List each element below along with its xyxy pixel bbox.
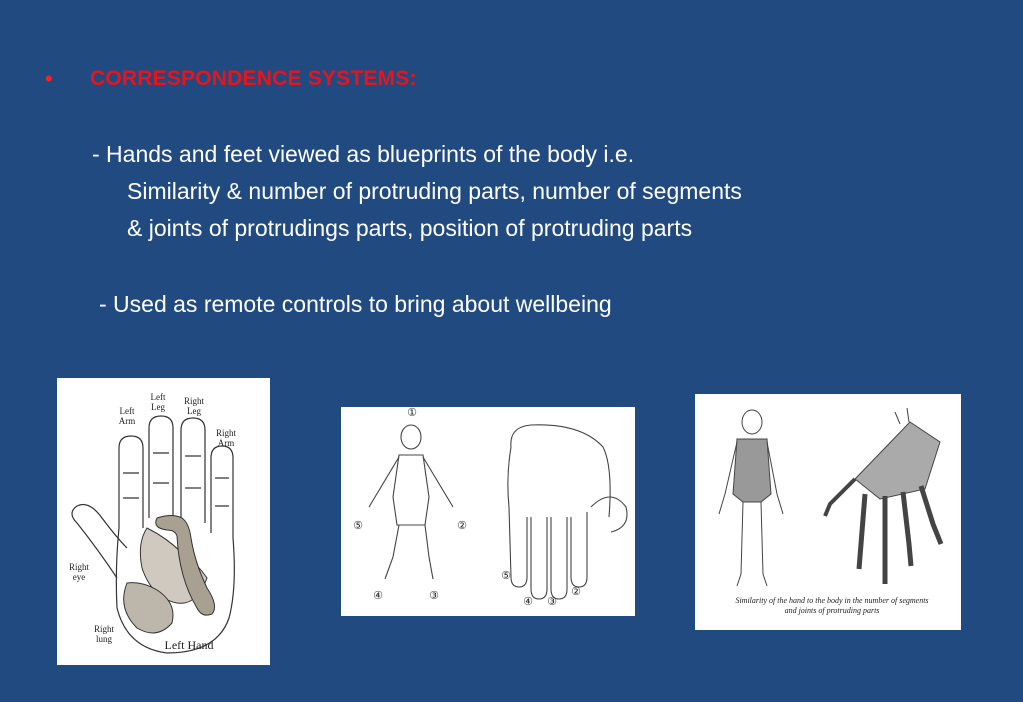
marker-2-body: ② xyxy=(457,520,467,532)
caption-line-2: and joints of protruding parts xyxy=(784,606,880,615)
skeleton-drawing xyxy=(718,407,944,587)
body-line-1: - Hands and feet viewed as blueprints of… xyxy=(92,141,635,167)
marker-1: ① xyxy=(407,407,417,419)
label-right-eye: Right eye xyxy=(68,562,89,582)
marker-4-hand: ④ xyxy=(523,596,533,608)
label-left-hand: Left Hand xyxy=(164,638,214,652)
marker-5-body: ⑤ xyxy=(353,520,363,532)
body-hand-markers-figure: ① ⑤ ② ④ ③ ⑤ ④ ③ ② xyxy=(341,407,635,616)
body-hand-drawing xyxy=(368,424,628,600)
figure-caption: Similarity of the hand to the body in th… xyxy=(703,596,961,616)
marker-3-body: ③ xyxy=(429,590,439,602)
label-right-lung: Right lung xyxy=(93,624,114,644)
marker-5-hand: ⑤ xyxy=(501,570,511,582)
hand-body-similarity-figure: Similarity of the hand to the body in th… xyxy=(695,394,961,630)
marker-3-hand: ③ xyxy=(547,596,557,608)
label-right-arm: Right Arm xyxy=(215,428,236,448)
body-line-3: & joints of protrudings parts, position … xyxy=(127,215,693,241)
marker-4-body: ④ xyxy=(373,590,383,602)
body-line-4: - Used as remote controls to bring about… xyxy=(99,291,612,317)
slide-heading: CORRESPONDENCE SYSTEMS: xyxy=(90,67,417,90)
caption-line-1: Similarity of the hand to the body in th… xyxy=(735,596,929,605)
bullet-marker: • xyxy=(45,66,53,91)
label-left-leg: Left Leg xyxy=(150,392,166,412)
label-right-leg: Right Leg xyxy=(183,396,204,416)
left-hand-drawing xyxy=(71,415,235,654)
body-line-2: Similarity & number of protruding parts,… xyxy=(127,178,742,204)
marker-2-hand: ② xyxy=(571,586,581,598)
left-hand-figure: Left Arm Left Leg Right Leg Right Arm Ri… xyxy=(57,378,270,665)
label-left-arm: Left Arm xyxy=(118,406,136,426)
